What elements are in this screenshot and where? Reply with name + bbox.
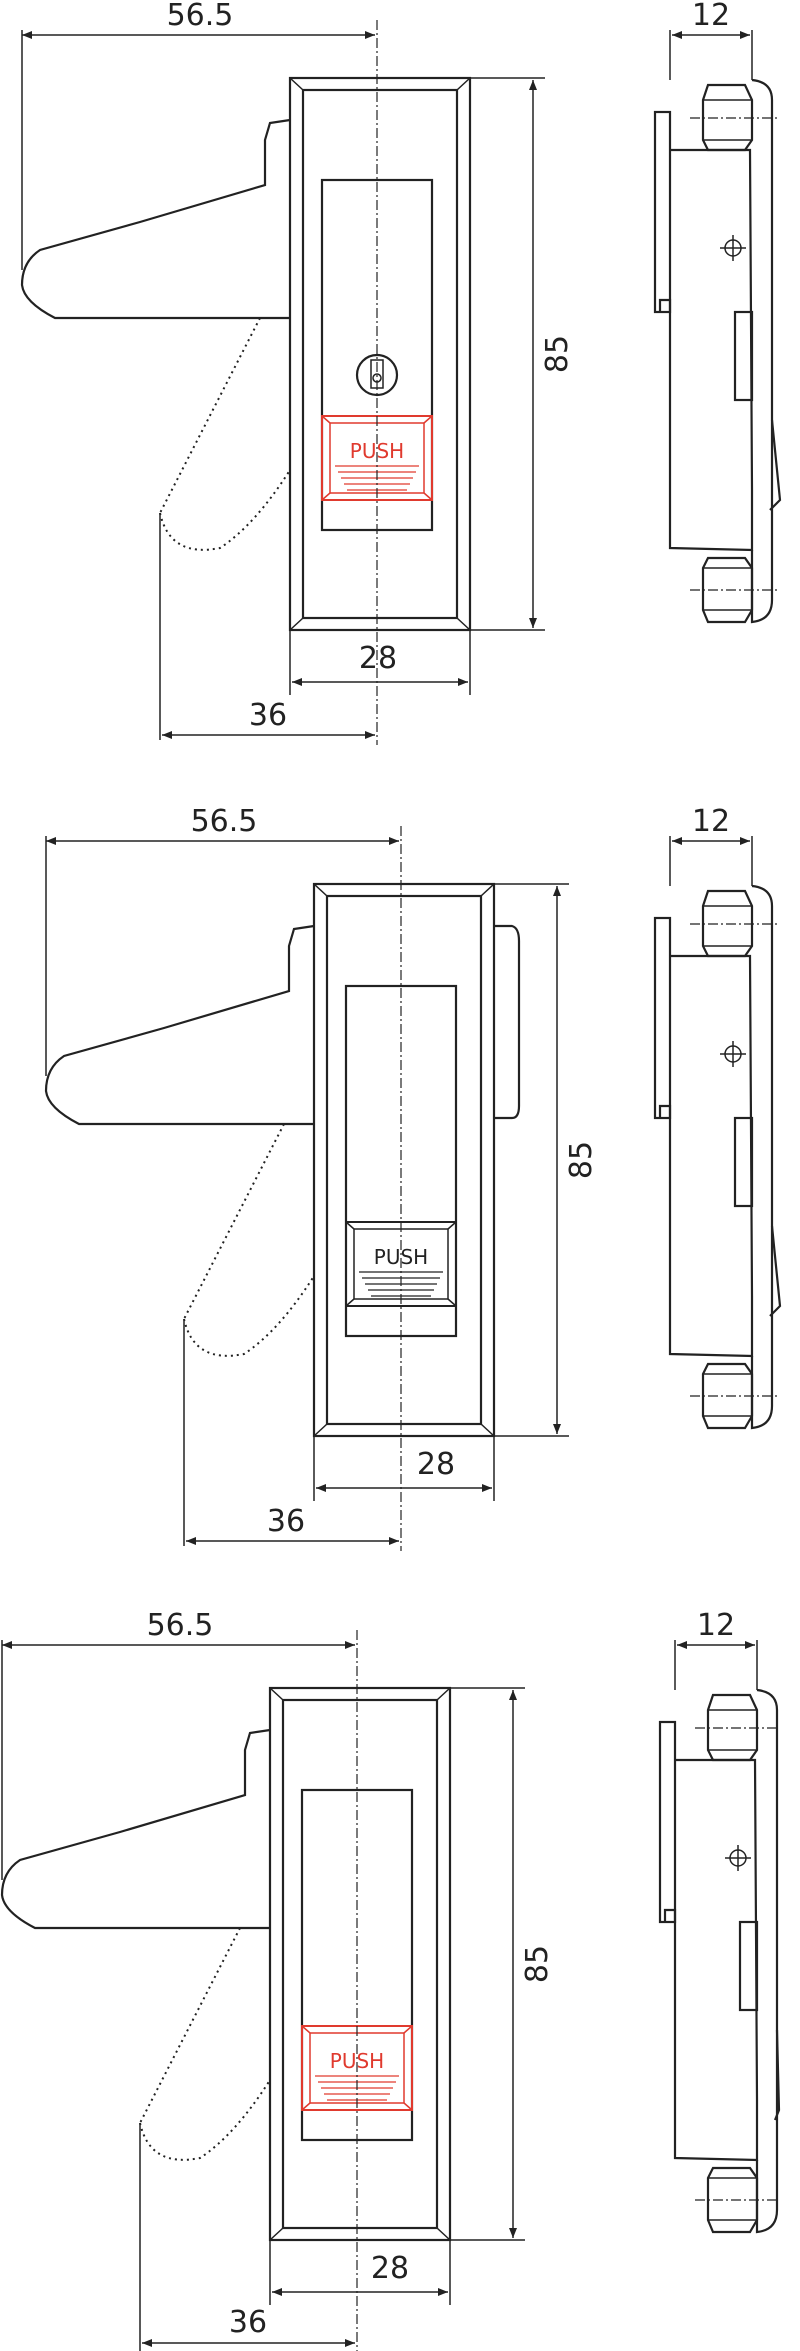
reach-dimension: 36 [229,2305,267,2340]
front-view: PUSH 56.5 85 28 36 [0,1608,555,2351]
latch-drawing-1: PUSH 56.5 85 28 36 12 [20,0,782,745]
width-dimension: 56.5 [147,1608,214,1643]
depth-dimension: 12 [692,0,730,33]
face-width-dimension: 28 [417,1447,455,1482]
face-width-dimension: 28 [371,2251,409,2286]
reach-dimension: 36 [249,698,287,733]
depth-dimension: 12 [697,1608,735,1643]
face-width-dimension: 28 [359,641,397,676]
depth-dimension: 12 [692,804,730,839]
latch-drawing-3: PUSH 56.5 85 28 36 12 [0,1608,781,2351]
reach-dimension: 36 [267,1504,305,1539]
side-view: 12 [658,1608,781,2234]
height-dimension: 85 [564,1141,599,1179]
height-dimension: 85 [520,1945,555,1983]
height-dimension: 85 [540,335,575,373]
front-view: PUSH 56.5 85 28 36 [20,0,575,745]
side-view: 12 [653,804,782,1430]
width-dimension: 56.5 [191,804,258,839]
front-view: PUSH 56.5 85 28 36 [44,804,599,1551]
width-dimension: 56.5 [167,0,234,33]
latch-drawing-2: PUSH 56.5 85 28 36 12 [44,804,782,1551]
side-view: 12 [653,0,782,624]
